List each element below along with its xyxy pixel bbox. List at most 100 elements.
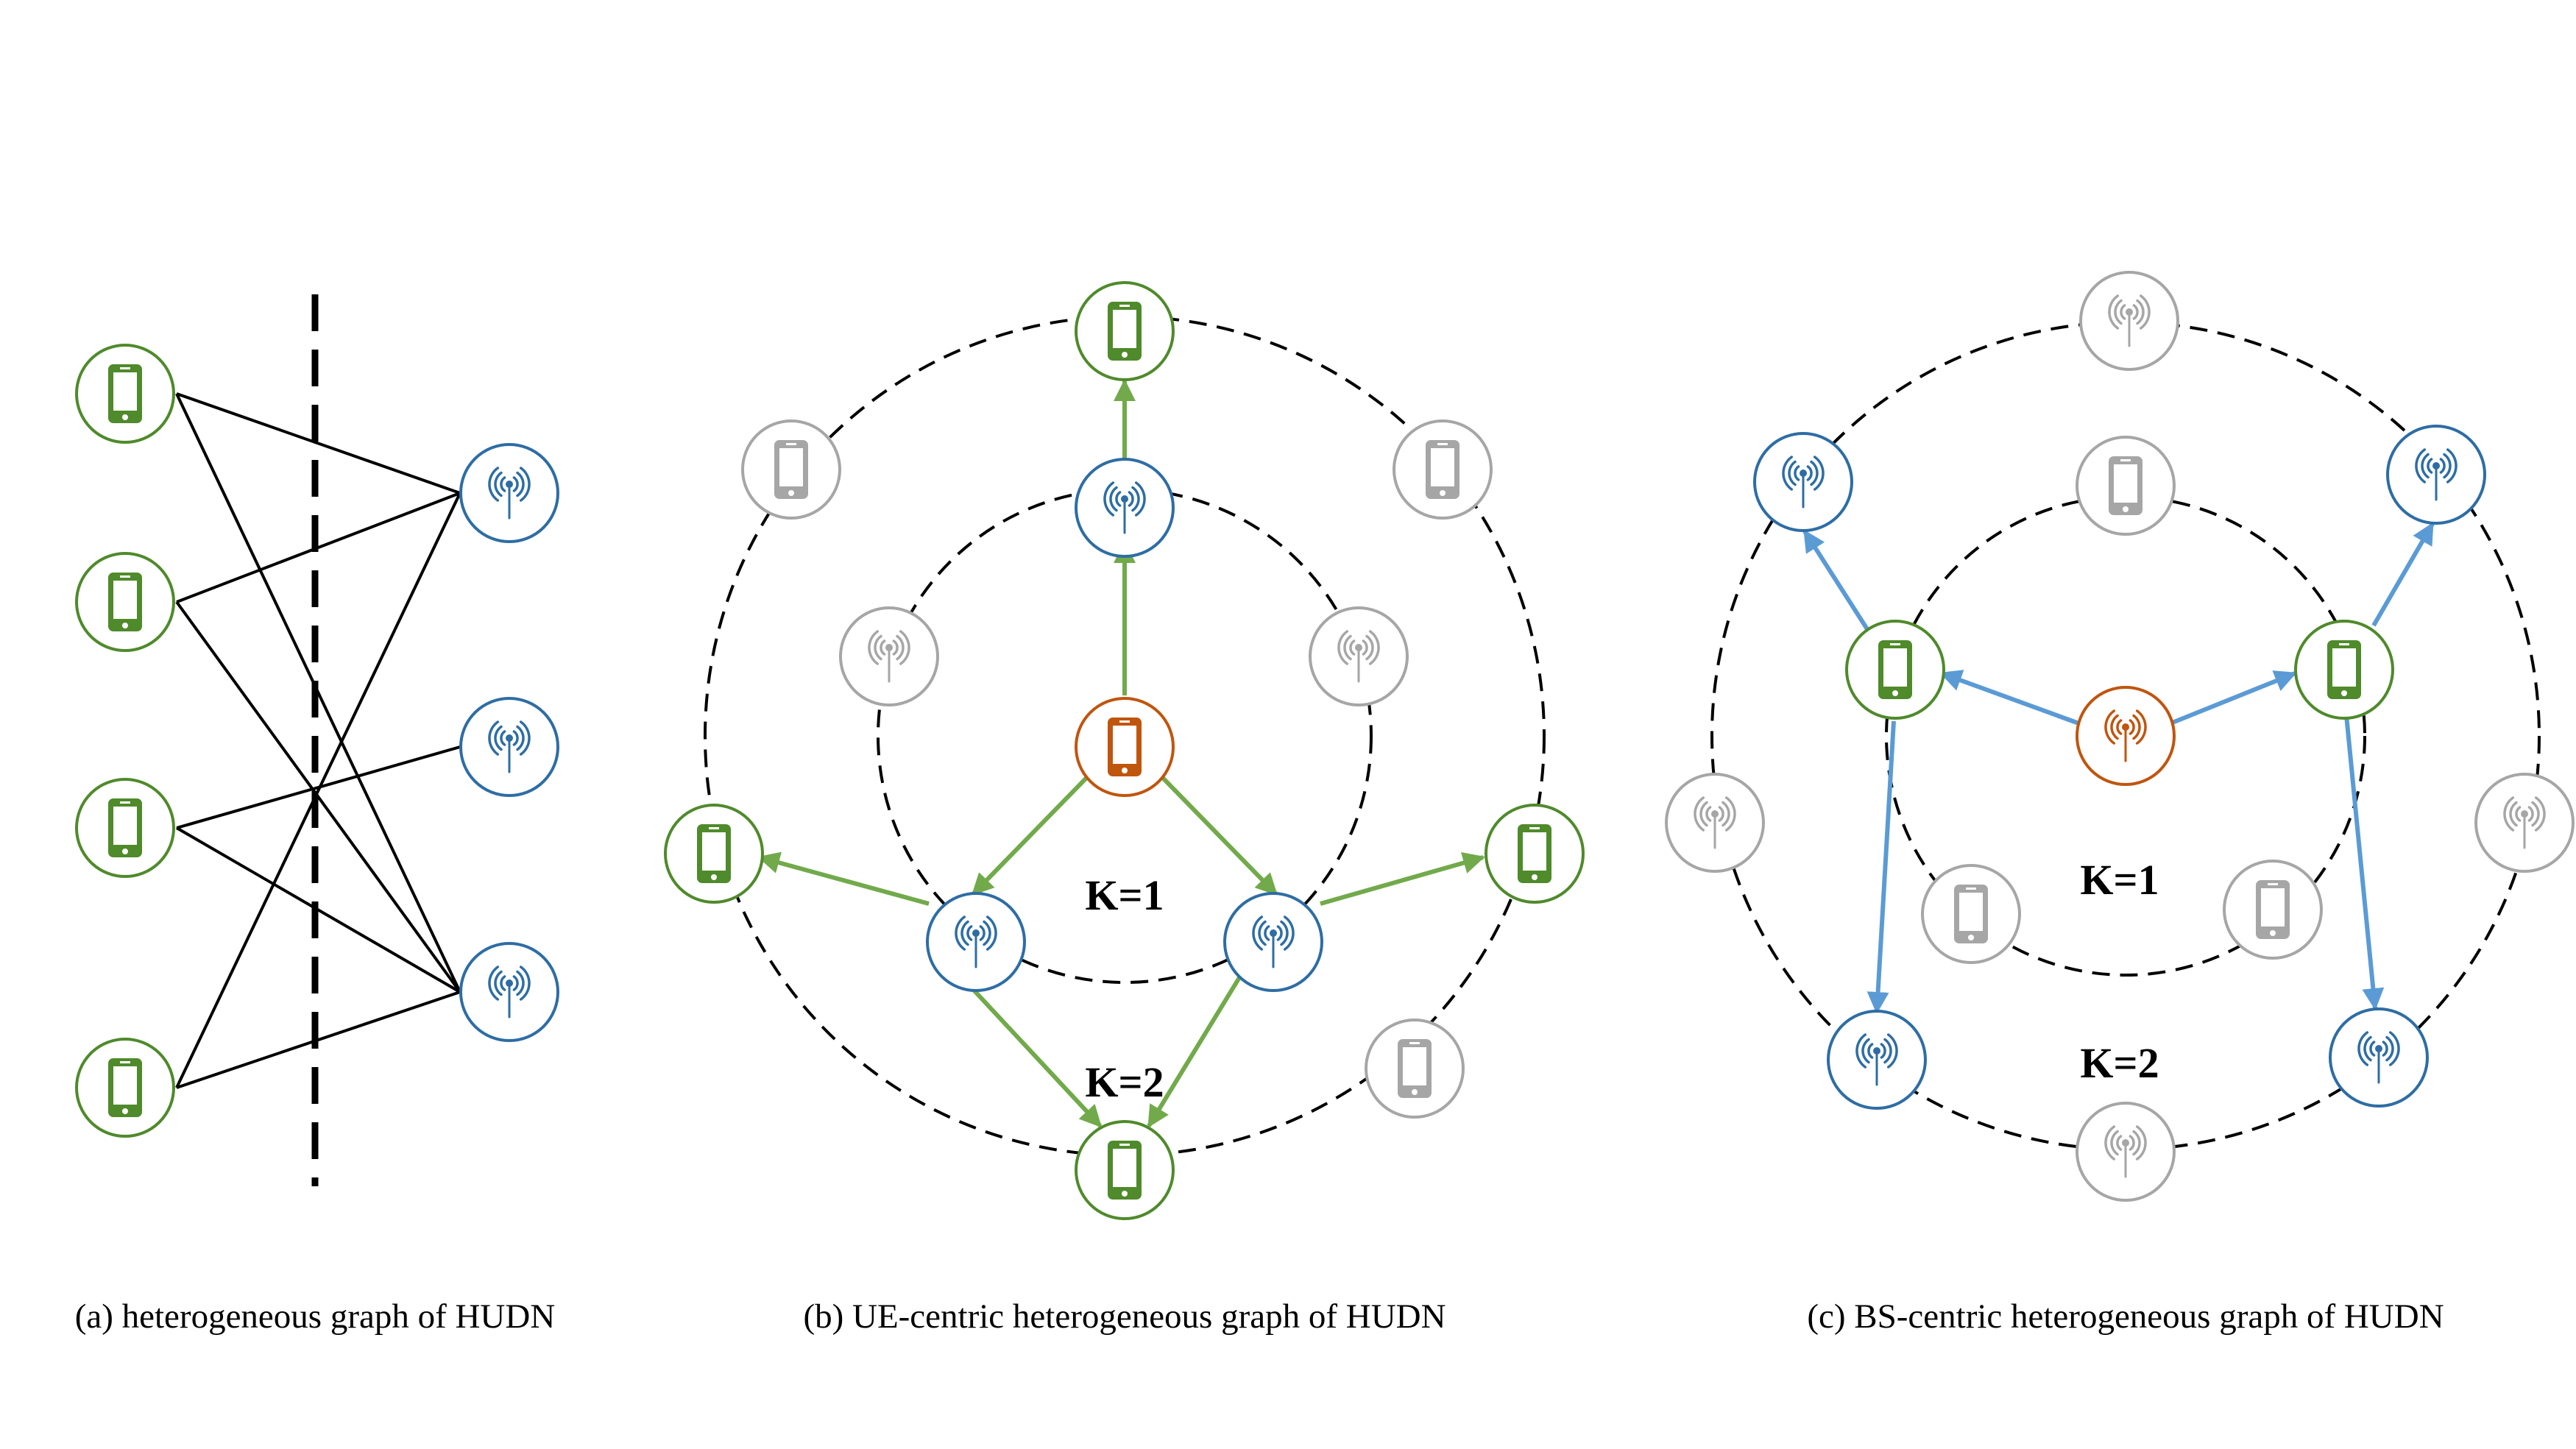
smartphone-icon — [108, 364, 142, 423]
ue-node-inactive — [2076, 436, 2176, 536]
panel-c: K=1 K=2 (c) BS-centric heterogeneous gra… — [1665, 271, 2575, 1336]
smartphone-icon — [1108, 1141, 1142, 1200]
antenna-icon — [1103, 481, 1146, 534]
bs-node-bs — [926, 892, 1026, 992]
antenna-icon — [1782, 456, 1825, 509]
antenna-icon — [2108, 294, 2151, 347]
caption-b: (b) UE-centric heterogeneous graph of HU… — [803, 1297, 1446, 1336]
bs-node-bs — [459, 697, 559, 797]
ue-node-ue — [75, 344, 175, 444]
bs-node-bs — [2329, 1007, 2429, 1108]
arrows-c — [1802, 522, 2435, 1014]
antenna-icon — [2415, 448, 2458, 501]
antenna-icon — [2104, 709, 2147, 762]
arrow-edge — [958, 973, 1103, 1128]
k1-label: K=1 — [2080, 856, 2159, 904]
antenna-icon — [2104, 1125, 2147, 1178]
bs-node-inactive — [2076, 1102, 2176, 1202]
smartphone-icon — [1398, 1039, 1432, 1098]
smartphone-icon — [774, 440, 808, 499]
antenna-icon — [2357, 1031, 2400, 1084]
ue-node-ue — [664, 804, 764, 904]
arrow-edge — [1939, 670, 2084, 727]
edge — [176, 392, 461, 495]
ue-node-ue — [1075, 1120, 1175, 1220]
caption-c: (c) BS-centric heterogeneous graph of HU… — [1807, 1297, 2444, 1336]
smartphone-icon — [108, 573, 142, 631]
arrow-edge — [1802, 529, 1869, 631]
ue-node-inactive — [1921, 864, 2021, 964]
smartphone-icon — [1426, 440, 1459, 499]
smartphone-icon — [108, 798, 142, 857]
k2-label: K=2 — [2080, 1039, 2159, 1087]
bs-node-bs — [2386, 425, 2486, 525]
bs-node-bs — [1827, 1010, 1927, 1110]
ue-node-center — [1075, 697, 1175, 797]
caption-a: (a) heterogeneous graph of HUDN — [75, 1297, 556, 1336]
bs-node-inactive — [2079, 271, 2179, 371]
smartphone-icon — [1108, 718, 1142, 776]
bs-node-bs — [1223, 892, 1323, 992]
arrow-edge — [2344, 715, 2385, 1010]
edge — [176, 991, 461, 1089]
ue-node-ue — [1485, 804, 1585, 904]
ue-node-ue — [75, 1038, 175, 1138]
ue-node-inactive — [741, 419, 841, 520]
ue-node-ue — [1075, 281, 1175, 381]
ue-node-inactive — [2223, 860, 2323, 960]
edge — [176, 492, 461, 603]
smartphone-icon — [697, 824, 731, 883]
antenna-icon — [1337, 630, 1380, 683]
edge — [175, 600, 461, 993]
antenna-icon — [1694, 796, 1736, 849]
arrows-b — [757, 379, 1485, 1128]
smartphone-icon — [2109, 456, 2142, 515]
antenna-icon — [868, 630, 910, 683]
bipartite-edges — [175, 392, 461, 1089]
ue-node-ue — [75, 552, 175, 652]
smartphone-icon — [1518, 824, 1551, 883]
smartphone-icon — [1954, 885, 1988, 943]
smartphone-icon — [1108, 302, 1142, 361]
antenna-icon — [488, 720, 531, 773]
antenna-icon — [955, 915, 997, 968]
bs-node-inactive — [2474, 773, 2575, 873]
antenna-icon — [488, 467, 531, 520]
antenna-icon — [1252, 915, 1295, 968]
ue-node-ue — [1845, 620, 1945, 720]
edge — [175, 826, 461, 993]
k1-label: K=1 — [1085, 871, 1164, 919]
ue-node-ue — [75, 778, 175, 878]
arrow-edge — [757, 851, 930, 906]
ue-node-inactive — [1365, 1018, 1465, 1119]
bs-node-inactive — [1309, 606, 1409, 706]
arrow-edge — [971, 770, 1094, 896]
bs-node-inactive — [1665, 773, 1765, 873]
smartphone-icon — [108, 1058, 142, 1117]
edge — [175, 492, 461, 1088]
smartphone-icon — [2256, 880, 2290, 939]
smartphone-icon — [2327, 640, 2361, 699]
arrow-edge — [1866, 720, 1896, 1014]
arrow-edge — [1320, 851, 1485, 906]
bs-node-center — [2076, 686, 2176, 786]
bs-node-bs — [459, 443, 559, 543]
ue-node-inactive — [1393, 419, 1493, 520]
ue-node-ue — [2294, 620, 2394, 720]
bs-node-bs — [459, 942, 559, 1042]
antenna-icon — [2503, 796, 2546, 849]
arrow-edge — [2165, 670, 2297, 727]
antenna-icon — [488, 966, 531, 1018]
arrow-edge — [1147, 974, 1243, 1128]
smartphone-icon — [1878, 640, 1912, 699]
edge — [175, 393, 461, 993]
arrow-edge — [1156, 770, 1278, 896]
bs-node-bs — [1075, 458, 1175, 558]
bs-node-inactive — [839, 606, 939, 706]
arrow-edge — [2371, 522, 2435, 627]
antenna-icon — [1855, 1033, 1898, 1086]
panel-a: (a) heterogeneous graph of HUDN — [75, 294, 559, 1336]
k2-label: K=2 — [1085, 1058, 1164, 1106]
panel-b: K=1 K=2 (b) UE-centric heterogeneous gra… — [664, 281, 1585, 1336]
